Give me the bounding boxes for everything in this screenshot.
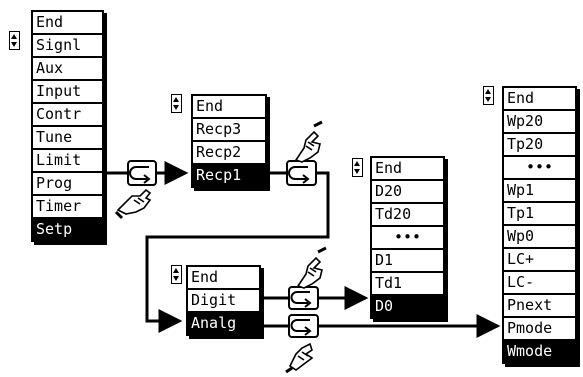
recipe-menu-item[interactable]: End [193,96,265,119]
param-menu-item-selected[interactable]: Wmode [504,341,575,362]
param-menu-item[interactable]: Wp1 [504,180,575,203]
recipe-menu-item-selected[interactable]: Recp1 [193,165,265,186]
param-menu-item[interactable]: Pnext [504,295,575,318]
recipe-menu-item[interactable]: Recp2 [193,142,265,165]
enter-key-icon [128,161,156,185]
pointing-hand-icon [116,190,150,218]
param-menu-item[interactable]: Tp20 [504,134,575,157]
data-menu-item-selected[interactable]: D0 [372,296,443,317]
data-menu-item[interactable]: ••• [372,227,443,250]
type-menu-item[interactable]: End [188,267,259,290]
scroll-arrows-icon[interactable] [171,94,182,113]
recipe-menu-item[interactable]: Recp3 [193,119,265,142]
param-menu-item[interactable]: Wp0 [504,226,575,249]
main-menu: End Signl Aux Input Contr Tune Limit Pro… [31,10,104,242]
scroll-arrows-icon[interactable] [352,158,363,177]
recipe-menu: End Recp3 Recp2 Recp1 [191,94,267,188]
main-menu-item[interactable]: Signl [33,35,102,58]
param-menu-item[interactable]: LC- [504,272,575,295]
parameter-menu: End Wp20 Tp20 ••• Wp1 Tp1 Wp0 LC+ LC- Pn… [502,86,577,364]
data-menu-item[interactable]: Td1 [372,273,443,296]
enter-key-icon [289,315,318,337]
data-menu-item[interactable]: Td20 [372,204,443,227]
type-menu-item-selected[interactable]: Analg [188,313,259,334]
main-menu-item[interactable]: Prog [33,173,102,196]
type-menu-item[interactable]: Digit [188,290,259,313]
scroll-arrows-icon[interactable] [483,86,494,105]
param-menu-item[interactable]: Wp20 [504,111,575,134]
param-menu-item[interactable]: ••• [504,157,575,180]
pointing-hand-icon [286,344,312,372]
param-menu-item[interactable]: Tp1 [504,203,575,226]
pointing-hand-icon [298,248,326,288]
main-menu-item[interactable]: Aux [33,58,102,81]
main-menu-item[interactable]: Input [33,81,102,104]
param-menu-item[interactable]: LC+ [504,249,575,272]
main-menu-item[interactable]: End [33,12,102,35]
enter-key-icon [289,287,318,309]
param-menu-item[interactable]: End [504,88,575,111]
type-menu: End Digit Analg [186,265,261,336]
data-menu: End D20 Td20 ••• D1 Td1 D0 [370,156,445,319]
main-menu-item[interactable]: Limit [33,150,102,173]
param-menu-item[interactable]: Pmode [504,318,575,341]
main-menu-item[interactable]: Timer [33,196,102,219]
data-menu-item[interactable]: D1 [372,250,443,273]
pointing-hand-icon [296,122,322,162]
scroll-arrows-icon[interactable] [171,265,182,284]
main-menu-item-selected[interactable]: Setp [33,219,102,240]
data-menu-item[interactable]: End [372,158,443,181]
data-menu-item[interactable]: D20 [372,181,443,204]
scroll-arrows-icon[interactable] [9,31,20,50]
enter-key-icon [287,161,316,185]
main-menu-item[interactable]: Tune [33,127,102,150]
main-menu-item[interactable]: Contr [33,104,102,127]
